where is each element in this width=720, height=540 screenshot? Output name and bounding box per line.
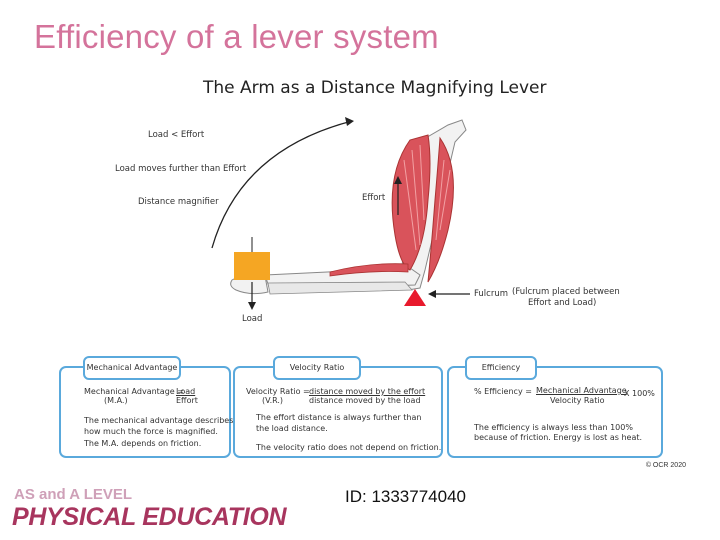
vr-denominator: distance moved by the load (309, 396, 421, 405)
vr-desc-3: The velocity ratio does not depend on fr… (256, 443, 442, 452)
mechanical-advantage-label: Mechanical Advantage (83, 356, 181, 380)
copyright-notice: © OCR 2020 (645, 462, 686, 469)
ma-desc-1: The mechanical advantage describes (84, 416, 234, 425)
velocity-ratio-label: Velocity Ratio (273, 356, 361, 380)
velocity-ratio-box (233, 366, 443, 458)
brand-line-2: PHYSICAL EDUCATION (12, 503, 287, 531)
fulcrum-arrowhead (428, 290, 436, 298)
effort-arrowhead (394, 176, 402, 184)
eff-formula-left: % Efficiency = (474, 387, 532, 396)
brand-line-1: AS and A LEVEL (14, 486, 133, 503)
biceps-striations (403, 144, 425, 251)
label-load-moves: Load moves further than Effort (115, 164, 247, 174)
label-effort: Effort (362, 193, 386, 203)
vr-desc-1: The effort distance is always further th… (256, 413, 422, 422)
vr-numerator: distance moved by the effort (309, 387, 426, 396)
ma-denominator: Effort (176, 396, 198, 405)
eff-desc-2: because of friction. Energy is lost as h… (474, 433, 643, 442)
forearm-muscle (329, 263, 409, 277)
label-load-lt-effort: Load < Effort (148, 130, 205, 140)
ma-desc-2: how much the force is magnified. (84, 427, 218, 436)
biceps-muscle (391, 134, 431, 271)
label-fulcrum: Fulcrum (474, 289, 509, 299)
label-fulcrum-note-1: (Fulcrum placed between (512, 287, 620, 297)
id-label: ID: 1333774040 (345, 487, 466, 506)
vr-formula-abbr: (V.R.) (262, 396, 284, 405)
triceps-muscle (427, 136, 454, 283)
ma-formula-left: Mechanical Advantage = (84, 387, 184, 396)
distance-arc (211, 120, 353, 249)
slide-title: Efficiency of a lever system (34, 18, 439, 55)
forearm-bone-2 (267, 281, 413, 295)
eff-numerator: Mechanical Advantage (536, 386, 627, 395)
load-block (234, 252, 270, 280)
label-fulcrum-note-2: Effort and Load) (528, 298, 597, 308)
load-arrowhead (248, 302, 256, 310)
triceps-striations (435, 159, 451, 241)
ma-formula-abbr: (M.A.) (104, 396, 128, 405)
ma-numerator: Load (176, 387, 196, 396)
vr-desc-2: the load distance. (256, 424, 328, 433)
ma-desc-3: The M.A. depends on friction. (84, 439, 202, 448)
vr-formula-left: Velocity Ratio = (246, 387, 310, 396)
eff-desc-1: The efficiency is always less than 100% (474, 423, 633, 432)
eff-denominator: Velocity Ratio (550, 396, 605, 405)
eff-multiplier: X 100% (624, 389, 655, 398)
label-distance-magnifier: Distance magnifier (138, 197, 219, 207)
efficiency-box (447, 366, 663, 458)
efficiency-label: Efficiency (465, 356, 537, 380)
arc-arrowhead (345, 117, 354, 126)
figure-title: The Arm as a Distance Magnifying Lever (203, 78, 547, 98)
label-load: Load (242, 314, 263, 324)
fulcrum-triangle (404, 289, 426, 306)
